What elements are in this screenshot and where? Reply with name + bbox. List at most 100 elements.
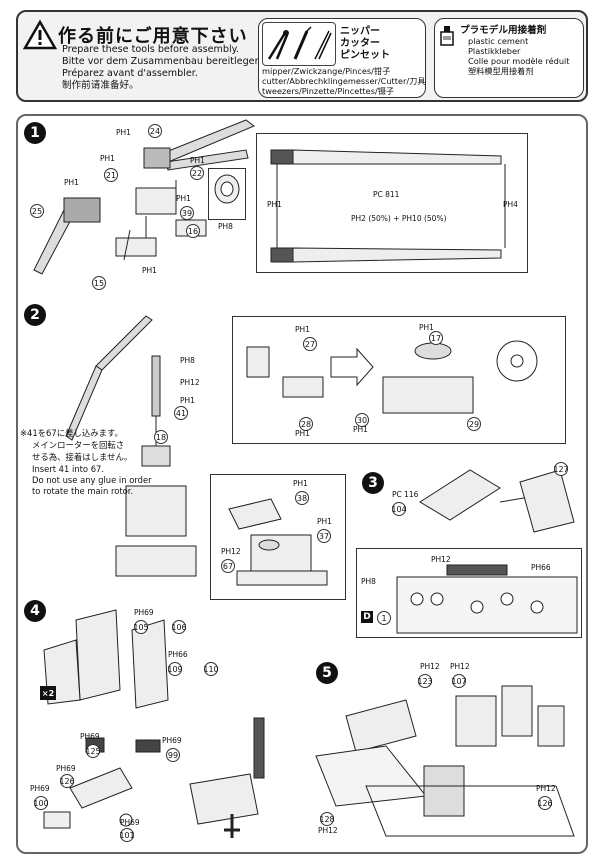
step-5-cockpit-illustration <box>315 685 575 837</box>
step-2-base-callout: PH1 38 PH1 37 PH12 67 <box>210 474 346 600</box>
step-1-part-39: 39 <box>180 206 194 220</box>
step-1-tag-6: PH1 <box>142 266 157 275</box>
step-4-part-110: 110 <box>203 662 219 676</box>
step-1-tag-4: PH1 <box>64 178 79 187</box>
tool-line-cutter: cutter/Abbrechklingemesser/Cutter/刀具 <box>262 76 426 86</box>
step-1-part-22: 22 <box>190 166 204 180</box>
base-part-67: 67 <box>221 559 235 573</box>
warning-line-fr: Préparez avant d'assembler. <box>62 68 198 79</box>
callout-2-part-27: 27 <box>303 337 317 351</box>
step-4-part-105: 105 <box>133 620 149 634</box>
step-1-part-24: 24 <box>148 124 162 138</box>
step-1-tag-5: PH1 <box>176 194 191 203</box>
tool-line-nipper: mipper/Zwickzange/Pinces/钳子 <box>262 66 391 76</box>
tool-jp-nipper: ニッパー <box>340 26 380 37</box>
tool-jp-tweezers: ピンセット <box>340 50 390 61</box>
step-4-tag-2: PH66 <box>168 650 188 659</box>
step-2-note-line-2: メインローターを回転さ <box>32 440 125 450</box>
warning-line-de: Bitte vor dem Zusammenbau bereitlegen. <box>62 56 264 67</box>
step-2-number: 2 <box>24 304 46 326</box>
cement-line-fr: Colle pour modèle réduit <box>468 56 570 66</box>
tools-illustration <box>262 22 336 66</box>
step-2-note-line-3: せる為、接着はしません。 <box>32 452 133 462</box>
warning-line-en: Prepare these tools before assembly. <box>62 44 239 55</box>
base-tag-2: PH1 <box>317 517 332 526</box>
step-1-part-15: 15 <box>92 276 106 290</box>
step-2-note-line-6: to rotate the main rotor. <box>32 486 134 496</box>
step-1-number: 1 <box>24 122 46 144</box>
step-2-tag-3: PH1 <box>180 396 195 405</box>
step-4-tag-4: PH69 <box>162 736 182 745</box>
panel-tag-3: PH66 <box>531 563 551 572</box>
step-5-tag-3: PH12 <box>318 826 338 835</box>
step-4-part-126: 126 <box>59 774 75 788</box>
tool-jp-cutter: カッター <box>340 38 380 49</box>
decal-number: 1 <box>377 611 391 625</box>
callout-2-tag-3: PH1 <box>353 425 368 434</box>
step-1-tag-7: PH8 <box>218 222 233 231</box>
step-4-multiplier: ×2 <box>40 686 56 700</box>
step-3-panel-callout: PH12 PH8 PH66 D 1 <box>356 548 582 638</box>
step-2-tag-1: PH8 <box>180 356 195 365</box>
step-4-part-125: 125 <box>85 744 101 758</box>
cement-bottle-icon <box>440 26 454 46</box>
step-1-rotor-hub-illustration <box>33 119 255 275</box>
base-assembly-illustration <box>228 498 328 586</box>
warning-triangle-icon <box>22 19 58 50</box>
base-tag-1: PH1 <box>293 479 308 488</box>
nipper-cutter-tweezers-icon <box>267 26 332 60</box>
step-4-tag-6: PH69 <box>30 784 50 793</box>
step-3-console-illustration <box>419 469 575 533</box>
step-5-tag-1: PH12 <box>420 662 440 671</box>
step-1-tag-1: PH1 <box>116 128 131 137</box>
callout-2-tag-4: PH1 <box>419 323 434 332</box>
step-3-tag-1: PC 116 <box>392 490 419 499</box>
step-5-part-128: 128 <box>319 812 335 826</box>
callout-2-tag-1: PH1 <box>295 325 310 334</box>
step-2-note-line-4: Insert 41 into 67. <box>32 464 105 474</box>
cement-line-cn: 塑料模型用接着剂 <box>468 66 534 76</box>
step-4-part-106: 106 <box>171 620 187 634</box>
step-1-part-21: 21 <box>104 168 118 182</box>
step-4-tag-3: PH69 <box>80 732 100 741</box>
warning-panel <box>22 19 252 96</box>
panel-tag-2: PH8 <box>361 577 376 586</box>
step-5-part-123: 123 <box>417 674 433 688</box>
step-2-swashplate-callout: PH1 27 28 PH1 30 PH1 PH1 17 29 <box>232 316 566 444</box>
instrument-panel-illustration <box>396 564 578 634</box>
step-5-tag-2: PH12 <box>450 662 470 671</box>
step-2-note-line-5: Do not use any glue in order <box>32 475 152 485</box>
step-2-part-18: 18 <box>154 430 168 444</box>
warning-line-cn: 制作前请准备好。 <box>62 80 139 91</box>
callout-tag-right: PH4 <box>503 200 518 209</box>
base-part-38: 38 <box>295 491 309 505</box>
step-2-note-line-1: ※41を67に差し込みます。 <box>20 428 123 438</box>
step-4-part-100: 100 <box>33 796 49 810</box>
step-1-part-16: 16 <box>186 224 200 238</box>
step-4-tag-7: PH69 <box>120 818 140 827</box>
decal-d-badge: D <box>361 611 373 623</box>
step-4-number: 4 <box>24 600 46 622</box>
callout-2-part-28: 28 <box>299 417 313 431</box>
step-4-part-101: 101 <box>119 828 135 842</box>
callout-2-part-29: 29 <box>467 417 481 431</box>
instruction-frame <box>16 114 588 854</box>
step-3-part-104: 104 <box>391 502 407 516</box>
blade-pair-illustration <box>270 149 506 263</box>
callout-2-tag-2: PH1 <box>295 429 310 438</box>
callout-mix-note: PH2 (50%) + PH10 (50%) <box>351 214 447 223</box>
step-4-tag-5: PH69 <box>56 764 76 773</box>
step-5-tag-4: PH12 <box>536 784 556 793</box>
step-1-tag-3: PH1 <box>190 156 205 165</box>
callout-2-part-17: 17 <box>429 331 443 345</box>
step-2-tag-2: PH12 <box>180 378 200 387</box>
step-2-mast-illustration <box>65 315 197 577</box>
part-22-illustration <box>214 174 240 204</box>
base-tag-3: PH12 <box>221 547 241 556</box>
step-5-part-107: 107 <box>451 674 467 688</box>
base-part-37: 37 <box>317 529 331 543</box>
header-title: 作る前にご用意下さい <box>58 26 248 47</box>
tool-line-tweezers: tweezers/Pinzette/Pincettes/镊子 <box>262 86 395 96</box>
step-4-part-99: 99 <box>166 748 180 762</box>
step-1-part-25: 25 <box>30 204 44 218</box>
